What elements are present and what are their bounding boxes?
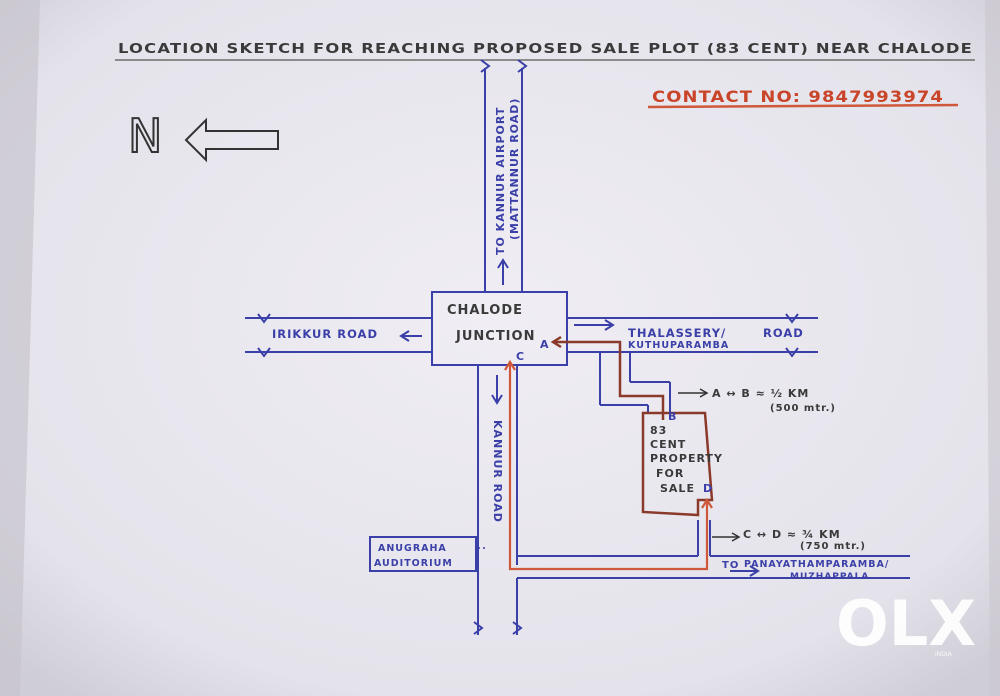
distance-ab-leader-head bbox=[699, 388, 709, 398]
road-south bbox=[473, 365, 523, 635]
road-north-arrowhead bbox=[497, 258, 509, 269]
route-c-d-arrowhead-d bbox=[701, 497, 713, 509]
junction-label-1: CHALODE bbox=[447, 303, 523, 318]
junction-box bbox=[431, 291, 568, 366]
road-south-label: KANNUR ROAD bbox=[491, 420, 504, 523]
point-a: A bbox=[540, 338, 550, 351]
landmark-label-2: AUDITORIUM bbox=[374, 558, 453, 569]
road-east bbox=[567, 313, 818, 358]
road-bottom-label-1: PANAYATHAMPARAMBA/ bbox=[744, 559, 889, 570]
distance-cd-sub: (750 mtr.) bbox=[800, 541, 866, 552]
road-west bbox=[245, 313, 432, 358]
north-letter: N bbox=[128, 109, 162, 163]
property-line-4: FOR bbox=[656, 467, 684, 480]
olx-watermark: OLX INDIA bbox=[836, 587, 976, 660]
road-east-label-road: ROAD bbox=[763, 326, 804, 340]
route-a-b bbox=[553, 340, 665, 420]
road-bottom-label-2: MUZHAPPALA bbox=[790, 572, 869, 582]
property-boundary bbox=[641, 411, 714, 517]
point-b: B bbox=[668, 410, 677, 423]
property-line-5: SALE bbox=[660, 482, 695, 495]
distance-ab-sub: (500 mtr.) bbox=[770, 403, 836, 414]
road-west-arrowhead bbox=[399, 330, 410, 342]
road-east-label-1: THALASSERY/ bbox=[628, 326, 726, 340]
road-east-label-2: KUTHUPARAMBA bbox=[628, 340, 729, 351]
distance-ab-label: A ↔ B ≈ ½ KM bbox=[712, 387, 809, 400]
road-bottom-arrowhead bbox=[749, 565, 760, 577]
road-north-sublabel: (MATTANNUR ROAD) bbox=[508, 98, 521, 240]
landmark-label-1: ANUGRAHA bbox=[378, 543, 447, 554]
point-d: D bbox=[703, 482, 713, 495]
olx-logo-sub: INDIA bbox=[935, 651, 953, 658]
road-north bbox=[480, 59, 528, 292]
property-line-2: CENT bbox=[650, 438, 686, 451]
landmark-box bbox=[369, 536, 477, 572]
north-arrow-icon bbox=[184, 117, 279, 163]
road-west-label: IRIKKUR ROAD bbox=[272, 327, 378, 341]
olx-logo: OLX bbox=[836, 587, 976, 660]
route-a-b-arrowhead bbox=[550, 335, 562, 349]
road-bottom-to: TO bbox=[722, 560, 739, 571]
distance-cd-leader-head bbox=[731, 532, 741, 542]
road-south-arrowhead bbox=[491, 394, 503, 405]
road-bottom bbox=[517, 520, 910, 579]
road-east-arrowhead bbox=[604, 319, 615, 331]
contact-number: CONTACT NO: 9847993974 bbox=[652, 87, 944, 106]
route-c-d-arrowhead-c bbox=[504, 359, 516, 371]
point-c: C bbox=[516, 350, 525, 363]
paper-edge-shadow bbox=[0, 0, 40, 696]
sketch-title: LOCATION SKETCH FOR REACHING PROPOSED SA… bbox=[118, 41, 973, 57]
property-line-1: 83 bbox=[650, 424, 667, 437]
route-c-d bbox=[508, 362, 709, 571]
road-north-label: TO KANNUR AIRPORT bbox=[494, 107, 507, 255]
contact-underline bbox=[647, 103, 959, 109]
paper-edge-shadow-right bbox=[985, 0, 1000, 696]
distance-cd-label: C ↔ D ≈ ¾ KM bbox=[743, 528, 841, 541]
junction-label-2: JUNCTION bbox=[455, 329, 535, 344]
property-line-3: PROPERTY bbox=[650, 452, 723, 465]
lane-to-property bbox=[599, 352, 671, 413]
